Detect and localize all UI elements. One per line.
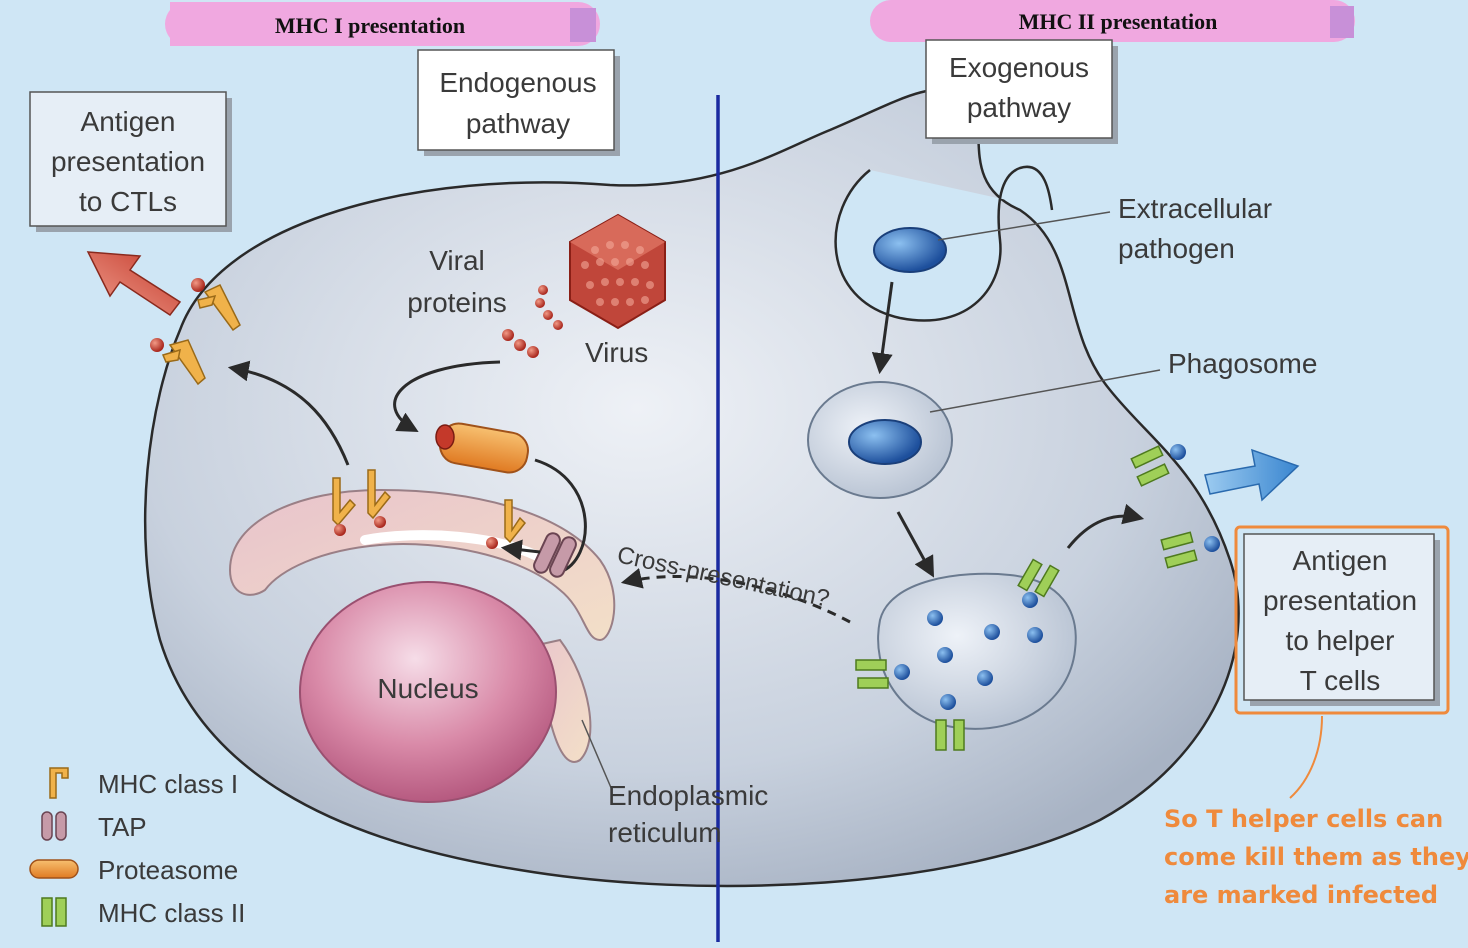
legend-label-tap: TAP [98, 812, 147, 842]
virus-label: Virus [585, 337, 648, 368]
legend-proteasome-icon [29, 859, 79, 879]
surface-mhc-i [161, 284, 241, 386]
mhc-i-peptides [334, 516, 498, 549]
legend-label-mhc-class-i: MHC class I [98, 769, 238, 799]
legend-tap-icon [41, 811, 67, 841]
cross-presentation-arrow [620, 568, 851, 624]
arrow-to-surface-mhc-i [227, 360, 350, 466]
endosome [877, 572, 1077, 730]
banner-mhc-i-text: MHC I presentation [275, 13, 465, 38]
endosome-peptides [894, 592, 1043, 710]
legend-label-mhc-class-ii: MHC class II [98, 898, 245, 928]
exogenous-line-1: Exogenous [949, 52, 1089, 83]
phagosome-leader-line [929, 369, 1161, 413]
viral-proteins-line-2: proteins [407, 287, 507, 318]
helper-line-2: presentation [1263, 585, 1417, 616]
er-label-line-2: reticulum [608, 817, 722, 848]
annotation-line-3: are marked infected [1164, 881, 1438, 909]
surface-mhc-ii-peptides [1170, 444, 1220, 552]
exogenous-line-2: pathway [967, 92, 1071, 123]
legend-mhc-class-ii-icon [41, 897, 67, 927]
viral-peptides [502, 285, 563, 358]
banner-mhc-ii: MHC II presentation [870, 0, 1355, 42]
surface-mhc-i-peptides [150, 278, 205, 352]
surface-mhc-ii [1130, 445, 1198, 569]
arrow-to-endosome [896, 511, 935, 578]
arrow-to-helper [1204, 448, 1300, 502]
pathogen-leader-line [937, 211, 1111, 241]
cell-membrane [143, 88, 1240, 888]
helper-line-1: Antigen [1293, 545, 1388, 576]
ctl-line-3: to CTLs [79, 186, 177, 217]
banner-mhc-ii-text: MHC II presentation [1019, 9, 1218, 34]
virus [569, 213, 666, 330]
annotation-line-2: come kill them as they [1164, 843, 1468, 871]
helper-line-3: to helper [1286, 625, 1395, 656]
viral-proteins-line-1: Viral [429, 245, 485, 276]
er-label-line-1: Endoplasmic [608, 780, 768, 811]
pathogen-label-line-1: Extracellular [1118, 193, 1272, 224]
arrow-to-phagosome [871, 281, 894, 375]
phagosome-label: Phagosome [1168, 348, 1317, 379]
endogenous-line-1: Endogenous [439, 67, 596, 98]
tap-transporter [533, 532, 577, 578]
proteasome [435, 422, 529, 474]
endogenous-line-2: pathway [466, 108, 570, 139]
ctl-line-2: presentation [51, 146, 205, 177]
ctl-line-1: Antigen [81, 106, 176, 137]
phagosome-pathogen [848, 419, 922, 465]
mhc-i-in-er [332, 469, 527, 544]
extracellular-pathogen [873, 227, 947, 273]
arrow-into-er [500, 539, 541, 561]
er-leader-line [581, 719, 613, 791]
helper-line-4: T cells [1300, 665, 1380, 696]
nucleus-label: Nucleus [377, 673, 478, 704]
legend-mhc-class-i-icon [49, 767, 69, 799]
legend-label-proteasome: Proteasome [98, 855, 238, 885]
endogenous-box: Endogenous pathway [417, 49, 620, 156]
pathogen-label-line-2: pathogen [1118, 233, 1235, 264]
annotation-line-1: So T helper cells can [1164, 805, 1443, 833]
arrow-to-ctls [86, 251, 182, 317]
arrow-to-proteasome [393, 360, 501, 433]
helper-box: Antigen presentation to helper T cells [1234, 525, 1450, 715]
nucleus [299, 581, 557, 803]
mhc-ii-on-endosome [855, 558, 1060, 751]
banner-mhc-i: MHC I presentation [165, 2, 600, 46]
arrow-to-surface-mhc-ii [1066, 503, 1145, 549]
legend: MHC class I TAP Proteasome MHC class II [29, 767, 245, 928]
ctl-box: Antigen presentation to CTLs [29, 91, 232, 232]
annotation-leader [1289, 715, 1323, 799]
arrow-to-tap [534, 458, 587, 574]
exogenous-box: Exogenous pathway [925, 39, 1118, 144]
